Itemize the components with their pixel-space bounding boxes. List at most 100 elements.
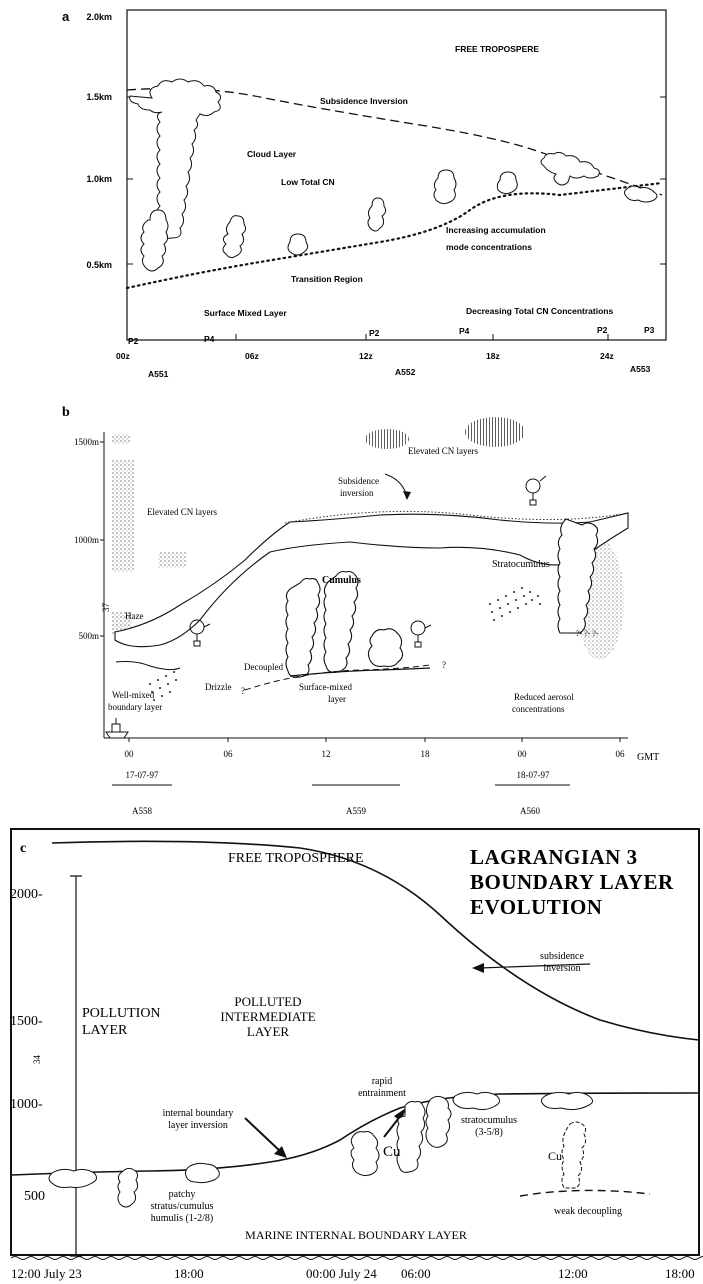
ibl-label: internal boundary <box>163 1108 234 1119</box>
patchy-label: patchy <box>169 1189 196 1200</box>
intermediate-label: INTERMEDIATE <box>220 1009 315 1024</box>
position-label: P3 <box>644 325 655 335</box>
panel-a-ytick: 1.5km <box>86 92 112 102</box>
question-mark: ? <box>442 660 446 670</box>
panel-b-ytick: 1500m <box>74 437 99 447</box>
x-tick: 06 <box>224 749 234 759</box>
question-mark: ? <box>241 686 245 696</box>
x-tick: 12z <box>359 351 373 361</box>
x-tick: 18:00 <box>665 1266 695 1281</box>
panel-c-ytick: 1000- <box>10 1097 43 1112</box>
stratocumulus-label: Stratocumulus <box>492 559 550 570</box>
x-tick: 00 <box>125 749 135 759</box>
stratocumulus-band <box>114 512 629 648</box>
pollution-layer-label-2: LAYER <box>82 1023 128 1038</box>
panel-c-clouds <box>48 1091 593 1208</box>
panel-a-ytick: 2.0km <box>86 12 112 22</box>
flight-label: A558 <box>132 806 152 816</box>
x-tick: 06:00 <box>401 1266 431 1281</box>
flight-label: A560 <box>520 806 540 816</box>
title-line: LAGRANGIAN 3 <box>470 845 638 869</box>
subsidence-arrow <box>384 473 408 498</box>
flight-label: A553 <box>630 364 651 374</box>
haze-label: Haze <box>125 611 143 621</box>
panel-a: a 2.0km 1.5km 1.0km 0.5km <box>62 9 667 379</box>
boundary-line <box>115 661 181 671</box>
patchy-label-2: stratus/cumulus <box>151 1201 214 1212</box>
stratocumulus-label: stratocumulus <box>461 1115 517 1126</box>
weak-decoupling-label: weak decoupling <box>554 1206 622 1217</box>
elevated-cn-label: Elevated CN layers <box>408 446 478 456</box>
x-tick: 12:00 <box>558 1266 588 1281</box>
weak-decoupling-line <box>519 1189 651 1197</box>
drizzle-dots <box>149 587 541 701</box>
marine-ibl-label: MARINE INTERNAL BOUNDARY LAYER <box>245 1228 467 1242</box>
layer-label: LAYER <box>247 1024 289 1039</box>
subsidence-label: Subsidence <box>338 476 379 486</box>
panel-a-letter: a <box>62 9 70 24</box>
ibl-label-2: layer inversion <box>168 1120 228 1131</box>
date-label: 17-07-97 <box>126 770 159 780</box>
surface-mixed-label: Surface-mixed <box>299 682 352 692</box>
flight-label: A559 <box>346 806 366 816</box>
title-line: EVOLUTION <box>470 895 602 919</box>
transition-region-label: Transition Region <box>291 274 363 284</box>
boundary-layer-label: boundary layer <box>108 702 162 712</box>
elevated-cn-label: Elevated CN layers <box>147 507 217 517</box>
subsidence-inversion-label: Subsidence Inversion <box>320 96 408 106</box>
cloud-layer-label: Cloud Layer <box>247 149 297 159</box>
decoupled-label: Decoupled <box>244 662 283 672</box>
title-line: BOUNDARY LAYER <box>470 870 674 894</box>
position-label: P4 <box>204 334 215 344</box>
panel-b-letter: b <box>62 405 70 420</box>
subsidence-inversion-curve <box>51 840 700 1041</box>
x-tick: 18 <box>421 749 431 759</box>
well-mixed-label: Well-mixed <box>112 690 155 700</box>
x-tick: 06z <box>245 351 259 361</box>
surface-mixed-top <box>289 667 431 677</box>
cumulus-label: Cumulus <box>322 575 361 586</box>
panel-b-ytick: 1000m <box>74 535 99 545</box>
panel-c-letter: c <box>20 841 26 856</box>
gmt-label: GMT <box>637 752 659 763</box>
panel-c-frame <box>10 828 700 1256</box>
date-label: 18-07-97 <box>517 770 550 780</box>
boundary-layer-top <box>11 1092 700 1176</box>
cu-label: Cu <box>548 1149 562 1163</box>
question-marks: ?- ?- ?- <box>576 629 599 638</box>
ship-icon <box>105 718 129 739</box>
rapid-label: rapid <box>372 1076 393 1087</box>
x-tick: 00:00 July 24 <box>306 1266 377 1281</box>
x-tick: 00z <box>116 351 130 361</box>
cumulus-towers <box>285 518 599 678</box>
x-tick: 00 <box>518 749 528 759</box>
cu-label: Cu <box>383 1144 401 1160</box>
drizzle-label: Drizzle <box>205 682 231 692</box>
free-troposphere-label: FREE TROPOSPHERE <box>228 851 364 866</box>
panel-b-side-number: 37 <box>101 603 111 613</box>
panel-c-ytick: 500 <box>24 1189 45 1204</box>
x-tick: 12:00 July 23 <box>11 1266 82 1281</box>
x-tick: 24z <box>600 351 614 361</box>
inversion-label: inversion <box>543 963 580 974</box>
entrainment-label: entrainment <box>358 1088 406 1099</box>
panel-c-ytick: 1500- <box>10 1014 43 1029</box>
panel-a-ytick: 1.0km <box>86 174 112 184</box>
panel-a-frame <box>126 9 667 341</box>
ibl-arrow <box>244 1117 282 1153</box>
position-label: P4 <box>459 326 470 336</box>
decreasing-cn-label: Decreasing Total CN Concentrations <box>466 306 613 316</box>
layer-label: layer <box>328 694 346 704</box>
subsidence-arrow <box>479 963 591 969</box>
x-tick: 18z <box>486 351 500 361</box>
panel-c-ytick: 2000- <box>10 887 43 902</box>
panel-a-ytick: 0.5km <box>86 260 112 270</box>
panel-c: c 2000- 1500- 1000- 500 34 <box>10 828 703 1281</box>
transition-region-line <box>125 181 664 290</box>
x-tick: 18:00 <box>174 1266 204 1281</box>
flight-label: A552 <box>395 367 416 377</box>
position-label: P2 <box>369 328 380 338</box>
subsidence-label: subsidence <box>540 951 584 962</box>
x-tick: 06 <box>616 749 626 759</box>
inversion-label: inversion <box>340 488 374 498</box>
